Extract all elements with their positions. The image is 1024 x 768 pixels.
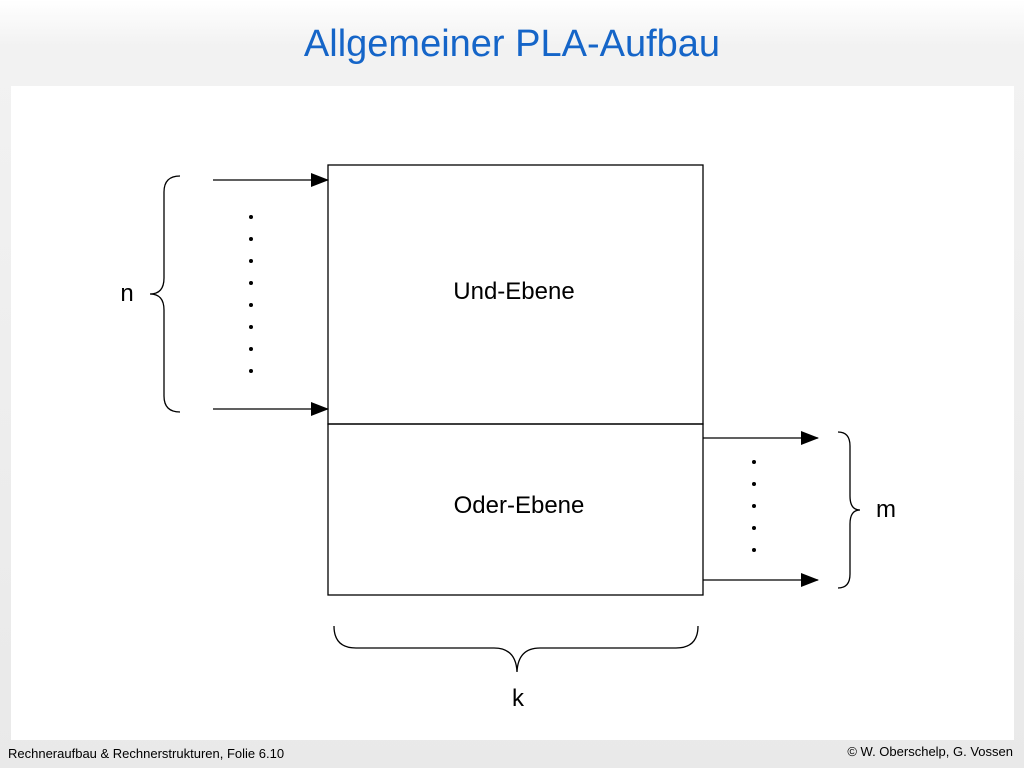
footer-copyright: © W. Oberschelp, G. Vossen xyxy=(847,744,1013,759)
inputs-count-label: n xyxy=(120,280,133,307)
or-plane-label: Oder-Ebene xyxy=(454,492,585,519)
slide-panel xyxy=(11,86,1014,740)
inputs-brace xyxy=(149,175,181,413)
input-ellipsis-dots xyxy=(249,215,253,373)
footer-course-info: Rechneraufbau & Rechnerstrukturen, Folie… xyxy=(8,746,285,761)
output-ellipsis-dots xyxy=(752,460,756,552)
or-plane-box xyxy=(327,423,704,596)
and-plane-label: Und-Ebene xyxy=(453,278,574,305)
products-brace xyxy=(333,625,699,673)
outputs-brace xyxy=(837,431,861,589)
products-count-label: k xyxy=(512,685,525,712)
page-title: Allgemeiner PLA-Aufbau xyxy=(303,23,721,65)
outputs-count-label: m xyxy=(876,496,896,523)
